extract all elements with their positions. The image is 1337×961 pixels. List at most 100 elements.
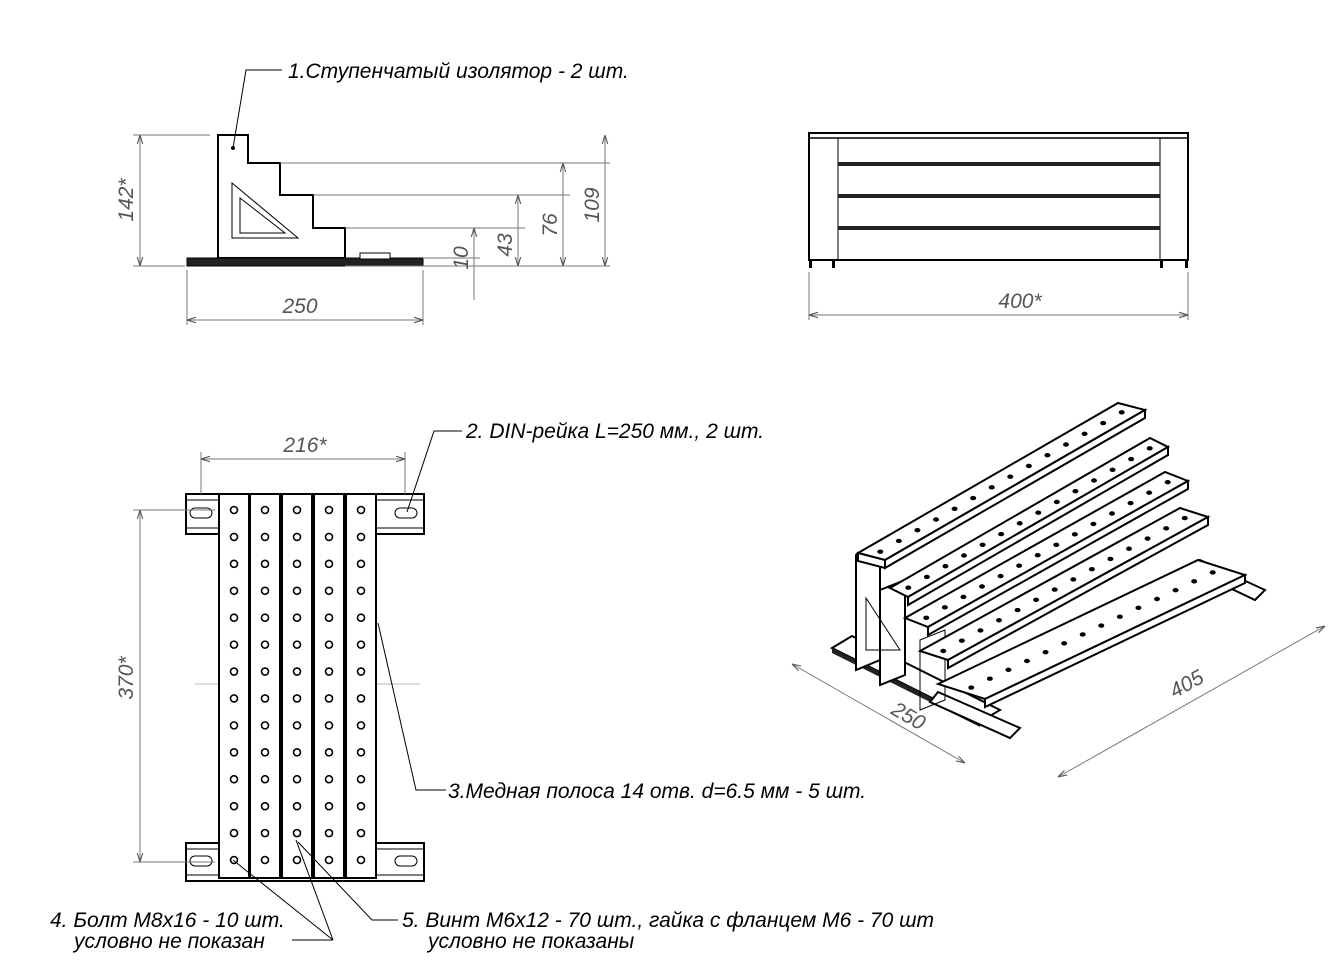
strip-hole	[356, 559, 366, 569]
iso-hole	[1090, 521, 1097, 527]
iso-hole	[1081, 431, 1088, 436]
iso-hole	[1100, 420, 1107, 426]
strip-hole	[292, 640, 302, 649]
dim-step-43: 43	[494, 233, 517, 257]
iso-hole	[1126, 546, 1132, 551]
iso-hole	[1135, 605, 1142, 611]
strip-hole	[260, 748, 270, 757]
strip-hole	[324, 532, 334, 542]
strip-hole	[292, 586, 302, 596]
iso-hole	[1209, 570, 1216, 575]
iso-hole	[1172, 587, 1179, 593]
strip-hole	[292, 828, 302, 838]
iso-hole	[979, 584, 985, 589]
iso-hole	[988, 485, 995, 490]
strip-hole	[292, 721, 302, 730]
iso-hole	[998, 531, 1005, 537]
strip-hole	[324, 721, 334, 730]
strip-hole	[324, 801, 334, 811]
strip-hole	[356, 640, 366, 649]
iso-hole	[1127, 500, 1134, 506]
iso-hole	[1051, 587, 1058, 592]
iso-hole	[1098, 623, 1105, 628]
iso-hole	[905, 585, 912, 590]
dim-iso-length: 405	[1166, 666, 1208, 703]
top-view	[185, 430, 462, 941]
iso-hole	[1053, 542, 1060, 547]
strip-hole	[356, 748, 366, 757]
strip-hole	[260, 640, 270, 649]
strip-hole	[260, 694, 270, 703]
iso-hole	[951, 506, 958, 511]
iso-hole	[923, 615, 930, 620]
strip-hole	[324, 667, 334, 676]
strip-hole	[229, 748, 239, 757]
strip-hole	[356, 828, 366, 838]
strip-hole	[292, 801, 302, 811]
strip-hole	[356, 586, 366, 596]
dim-iso-depth: 250	[886, 697, 929, 735]
strip-hole	[229, 640, 239, 649]
iso-hole	[1016, 521, 1023, 526]
iso-hole	[1034, 553, 1041, 558]
strip-hole	[260, 505, 270, 515]
iso-hole	[1025, 463, 1032, 469]
copper-strip	[313, 493, 345, 879]
iso-hole	[1116, 614, 1123, 619]
strip-hole	[324, 505, 334, 515]
side-view	[186, 69, 424, 267]
iso-hole	[1024, 658, 1030, 664]
iso-hole	[1181, 515, 1188, 521]
iso-hole	[1033, 597, 1040, 603]
iso-hole	[923, 574, 930, 580]
callout-screw-note: условно не показаны	[426, 930, 635, 953]
dim-front-width: 400*	[998, 290, 1042, 313]
strip-hole	[260, 801, 270, 811]
iso-hole	[968, 685, 975, 690]
copper-strip	[281, 493, 313, 879]
strip-hole	[260, 613, 270, 622]
dim-step-76: 76	[539, 213, 562, 237]
front-view	[808, 132, 1189, 268]
isometric-view	[829, 401, 1267, 740]
iso-hole	[977, 628, 984, 633]
strip-hole	[229, 613, 239, 622]
iso-hole	[1016, 563, 1023, 568]
iso-hole	[1109, 511, 1115, 516]
strip-hole	[292, 532, 302, 542]
strip-hole	[356, 613, 366, 622]
callout-bolt-note: условно не показан	[72, 930, 265, 953]
strip-hole	[356, 694, 366, 703]
iso-hole	[997, 573, 1004, 579]
bolt-leader-1	[232, 859, 334, 941]
iso-hole	[1061, 641, 1068, 646]
iso-hole	[1146, 446, 1153, 451]
iso-hole	[1035, 510, 1042, 515]
dim-step-10: 10	[450, 246, 473, 270]
strip-hole	[292, 505, 302, 515]
iso-hole	[1144, 536, 1151, 541]
strip-hole	[356, 774, 366, 784]
strip-hole	[229, 532, 239, 542]
iso-hole	[1109, 467, 1116, 472]
strip-hole	[292, 613, 302, 622]
insulator-leader	[232, 69, 282, 149]
iso-hole	[1128, 456, 1135, 462]
front-view-dimensions: 400*	[808, 272, 1189, 320]
iso-hole	[960, 594, 967, 600]
iso-hole	[1107, 556, 1114, 562]
copper-strip	[345, 493, 377, 879]
strip-hole	[229, 667, 239, 676]
callout-insulator: 1.Ступенчатый изолятор - 2 шт.	[288, 60, 629, 83]
copper-strips	[218, 493, 377, 879]
iso-hole	[1163, 526, 1170, 531]
strip-hole	[324, 586, 334, 596]
top-view-dimensions: 216* 370*	[115, 434, 406, 863]
strip-hole	[260, 559, 270, 569]
strip-hole	[356, 667, 366, 676]
iso-hole	[1063, 442, 1069, 447]
strip-hole	[356, 721, 366, 730]
strip-hole	[356, 855, 366, 865]
strip-hole	[229, 586, 239, 596]
iso-hole	[1118, 410, 1125, 415]
